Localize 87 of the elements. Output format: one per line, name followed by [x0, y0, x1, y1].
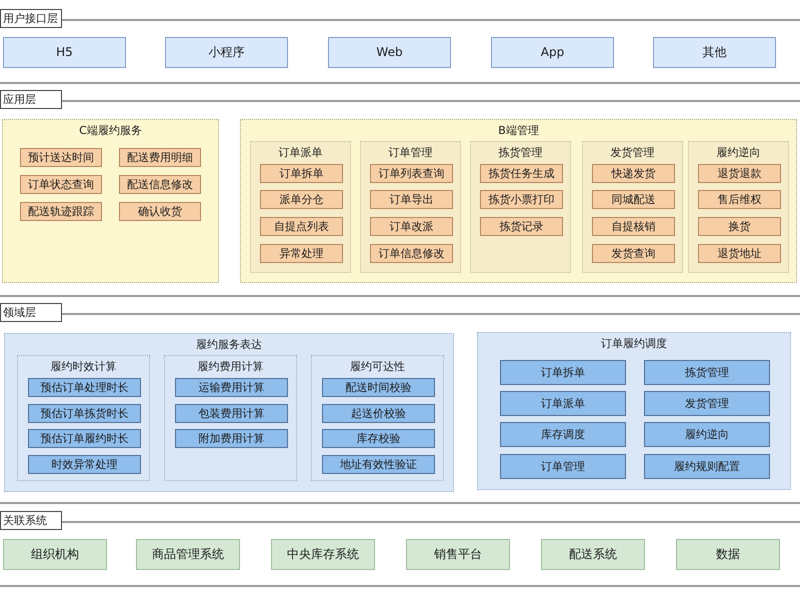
function-box: 订单拆单 — [260, 164, 343, 183]
subgroup-panel — [311, 355, 444, 481]
layer-tab: 关联系统 — [0, 511, 62, 530]
system-box: 中央库存系统 — [271, 539, 375, 570]
module-box: 其他 — [653, 37, 776, 68]
panel-title: 订单派单 — [278, 146, 322, 160]
system-box: 商品管理系统 — [136, 539, 240, 570]
layer-tab: 用户接口层 — [0, 9, 62, 28]
function-box: 预估订单处理时长 — [28, 378, 141, 397]
function-box: 退货地址 — [698, 244, 781, 263]
module-box: 小程序 — [165, 37, 288, 68]
function-box: 自提点列表 — [260, 217, 343, 236]
function-box: 预计送达时间 — [20, 148, 102, 167]
function-box: 换货 — [698, 217, 781, 236]
panel-title: 履约服务表达 — [196, 338, 262, 352]
function-box: 订单改派 — [370, 217, 453, 236]
panel-title: 履约逆向 — [716, 146, 760, 160]
system-box: 组织机构 — [3, 539, 107, 570]
subgroup-panel — [582, 141, 683, 273]
function-box: 发货查询 — [592, 244, 675, 263]
layer-band — [0, 303, 800, 504]
function-box: 拣货小票打印 — [480, 190, 563, 209]
function-box: 发货管理 — [644, 391, 770, 416]
layer-tab: 领域层 — [0, 303, 62, 322]
layer-band — [0, 9, 800, 84]
function-box: 库存校验 — [322, 429, 435, 448]
function-box: 异常处理 — [260, 244, 343, 263]
panel-title: 拣货管理 — [498, 146, 542, 160]
function-box: 派单分仓 — [260, 190, 343, 209]
subgroup-panel — [470, 141, 571, 273]
subgroup-panel — [164, 355, 297, 481]
system-box: 配送系统 — [541, 539, 645, 570]
panel-title: B端管理 — [498, 124, 539, 138]
function-box: 起送价校验 — [322, 404, 435, 423]
function-box: 履约逆向 — [644, 422, 770, 447]
panel-title: 履约时效计算 — [50, 360, 116, 374]
subgroup-panel — [250, 141, 351, 273]
function-box: 订单导出 — [370, 190, 453, 209]
layer-band — [0, 90, 800, 297]
function-box: 时效异常处理 — [28, 455, 141, 474]
function-box: 运输费用计算 — [175, 378, 288, 397]
function-box: 拣货管理 — [644, 360, 770, 385]
system-box: 数据 — [676, 539, 780, 570]
module-box: Web — [328, 37, 451, 68]
function-box: 订单状态查询 — [20, 175, 102, 194]
function-box: 自提核销 — [592, 217, 675, 236]
panel-title: 订单管理 — [388, 146, 432, 160]
function-box: 拣货记录 — [480, 217, 563, 236]
function-box: 配送信息修改 — [119, 175, 201, 194]
group-panel — [2, 119, 219, 283]
group-panel — [477, 332, 791, 490]
module-box: App — [491, 37, 614, 68]
subgroup-panel — [688, 141, 789, 273]
function-box: 确认收货 — [119, 202, 201, 221]
function-box: 预估订单履约时长 — [28, 429, 141, 448]
panel-title: 订单履约调度 — [601, 337, 667, 351]
function-box: 配送费用明细 — [119, 148, 201, 167]
panel-title: 发货管理 — [610, 146, 654, 160]
layer-tab: 应用层 — [0, 90, 62, 109]
function-box: 预估订单拣货时长 — [28, 404, 141, 423]
function-box: 履约规则配置 — [644, 454, 770, 479]
group-panel — [240, 119, 797, 283]
function-box: 地址有效性验证 — [322, 455, 435, 474]
function-box: 售后维权 — [698, 190, 781, 209]
panel-title: 履约费用计算 — [198, 360, 264, 374]
function-box: 快递发货 — [592, 164, 675, 183]
function-box: 订单派单 — [500, 391, 626, 416]
function-box: 包装费用计算 — [175, 404, 288, 423]
function-box: 库存调度 — [500, 422, 626, 447]
function-box: 退货退款 — [698, 164, 781, 183]
module-box: H5 — [3, 37, 126, 68]
function-box: 附加费用计算 — [175, 429, 288, 448]
function-box: 订单列表查询 — [370, 164, 453, 183]
function-box: 配送轨迹跟踪 — [20, 202, 102, 221]
panel-title: C端履约服务 — [79, 124, 142, 138]
function-box: 拣货任务生成 — [480, 164, 563, 183]
function-box: 同城配送 — [592, 190, 675, 209]
subgroup-panel — [360, 141, 461, 273]
panel-title: 履约可达性 — [350, 360, 405, 374]
group-panel — [4, 333, 454, 492]
subgroup-panel — [17, 355, 150, 481]
layer-band — [0, 511, 800, 587]
function-box: 订单拆单 — [500, 360, 626, 385]
function-box: 订单管理 — [500, 454, 626, 479]
system-box: 销售平台 — [406, 539, 510, 570]
function-box: 订单信息修改 — [370, 244, 453, 263]
function-box: 配送时间校验 — [322, 378, 435, 397]
